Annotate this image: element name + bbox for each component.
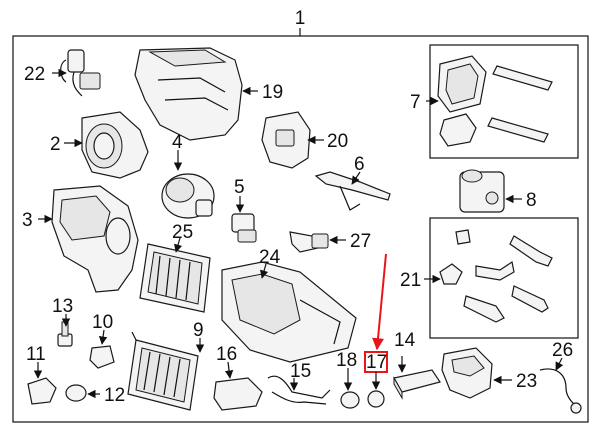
callout-17[interactable]: 17 (366, 352, 387, 373)
part-18-ring[interactable] (340, 391, 360, 409)
part-16-cover[interactable] (213, 377, 263, 411)
part-6-linkage[interactable] (314, 171, 391, 211)
highlight-arrow (372, 253, 387, 351)
callout-26[interactable]: 26 (552, 340, 573, 361)
callout-3[interactable]: 3 (22, 210, 33, 231)
callout-2[interactable]: 2 (50, 134, 61, 155)
part-24-lower-case[interactable] (221, 261, 357, 363)
part-14-cabin-filter[interactable] (393, 369, 441, 400)
part-22-connector[interactable] (60, 49, 101, 97)
part-13-valve[interactable] (57, 321, 73, 347)
callout-13[interactable]: 13 (52, 296, 73, 317)
callout-8[interactable]: 8 (526, 190, 537, 211)
callout-4[interactable]: 4 (172, 132, 183, 153)
callout-27[interactable]: 27 (350, 231, 371, 252)
callout-16[interactable]: 16 (216, 344, 237, 365)
part-3-housing[interactable] (51, 185, 139, 293)
part-8-actuator[interactable] (459, 169, 505, 213)
part-4-blower-motor[interactable] (161, 173, 215, 219)
callout-22[interactable]: 22 (24, 64, 45, 85)
callout-12[interactable]: 12 (104, 385, 125, 406)
callout-11[interactable]: 11 (26, 344, 46, 365)
callout-15[interactable]: 15 (290, 361, 311, 382)
callout-14[interactable]: 14 (394, 330, 416, 351)
part-2-blower-housing[interactable] (81, 111, 149, 179)
part-17-ring[interactable] (367, 390, 385, 408)
callout-21[interactable]: 21 (400, 270, 421, 291)
callout-19[interactable]: 19 (262, 82, 283, 103)
part-9-heater-core[interactable] (127, 331, 199, 411)
part-7-seals[interactable] (437, 55, 553, 147)
callout-20[interactable]: 20 (327, 131, 348, 152)
part-23-inlet[interactable] (441, 347, 493, 399)
part-21-actuators[interactable] (439, 229, 553, 323)
part-15-hose[interactable] (267, 375, 331, 405)
part-12-o-ring[interactable] (65, 384, 87, 402)
part-20-actuator[interactable] (261, 111, 311, 169)
part-25-evaporator[interactable] (139, 243, 211, 313)
callout-5[interactable]: 5 (234, 177, 245, 198)
actuator-group-box (429, 217, 579, 339)
callout-10[interactable]: 10 (92, 312, 113, 333)
callout-24[interactable]: 24 (259, 247, 281, 268)
part-11-block[interactable] (27, 377, 57, 405)
part-10-sensor[interactable] (89, 345, 115, 369)
callout-7[interactable]: 7 (410, 92, 421, 113)
part-27-sensor[interactable] (289, 231, 329, 253)
callout-6[interactable]: 6 (354, 154, 365, 175)
callout-23[interactable]: 23 (516, 371, 537, 392)
part-19-upper-duct[interactable] (134, 47, 243, 141)
part-26-hose[interactable] (539, 368, 582, 414)
callout-9[interactable]: 9 (193, 320, 204, 341)
callout-18[interactable]: 18 (336, 350, 357, 371)
callout-25[interactable]: 25 (172, 222, 193, 243)
callout-1[interactable]: 1 (295, 8, 306, 29)
part-5-resistor[interactable] (231, 213, 257, 243)
